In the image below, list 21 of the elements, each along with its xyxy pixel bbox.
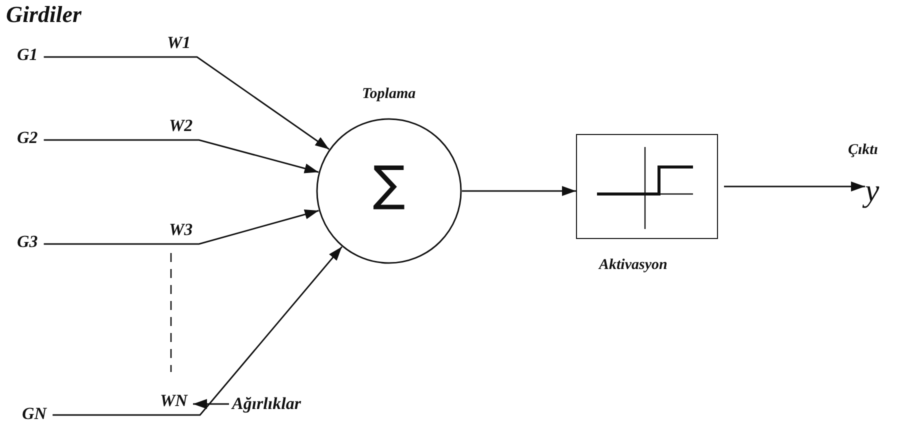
arrow bbox=[462, 186, 576, 196]
arrow bbox=[193, 399, 229, 409]
node-caption: Toplama bbox=[362, 86, 416, 103]
weight-label: WN bbox=[160, 391, 188, 411]
node-caption: Aktivasyon bbox=[599, 257, 668, 274]
input-label: G2 bbox=[17, 128, 38, 148]
arrow bbox=[724, 182, 865, 192]
input-label: GN bbox=[22, 404, 47, 424]
diagram-title: Girdiler bbox=[6, 2, 82, 28]
arrow bbox=[44, 139, 319, 174]
arrow bbox=[44, 56, 330, 150]
arrow bbox=[44, 210, 319, 245]
input-label: G1 bbox=[17, 45, 38, 65]
weight-label: W1 bbox=[167, 33, 191, 53]
arrow bbox=[52, 246, 342, 416]
sigma-symbol: ∑ bbox=[372, 160, 406, 208]
weight-label: W3 bbox=[169, 220, 193, 240]
input-label: G3 bbox=[17, 232, 38, 252]
weights-label: Ağırlıklar bbox=[232, 394, 301, 414]
weight-label: W2 bbox=[169, 116, 193, 136]
node-caption: Çıktı bbox=[848, 142, 878, 159]
